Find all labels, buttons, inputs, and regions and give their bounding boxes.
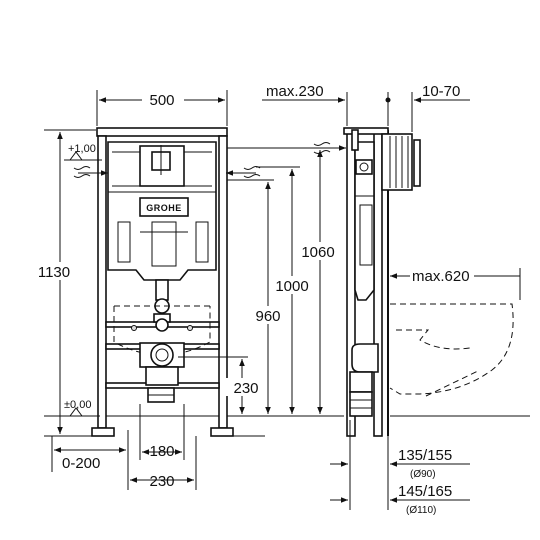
- dim-10-70-label: 10-70: [422, 83, 460, 100]
- dim-max-620-label: max.620: [412, 268, 470, 285]
- dim-180-label: 180: [149, 443, 174, 460]
- dim-145-165-label: 145/165: [398, 483, 452, 500]
- dim-135-155-label: 135/155: [398, 447, 452, 464]
- dim-height-label: 1130: [38, 264, 70, 281]
- dim-max-230: max.230: [262, 83, 348, 126]
- cistern: GROHE: [107, 141, 217, 281]
- dim-1060: 1060: [227, 147, 340, 414]
- dim-width: 500: [96, 90, 228, 126]
- dim-height: 1130: [38, 129, 96, 434]
- side-view-frame: [343, 127, 421, 437]
- dim-230-horizontal-label: 230: [149, 473, 174, 490]
- dim-960: 960: [227, 179, 286, 414]
- dim-0-200: 0-200: [51, 430, 129, 472]
- drain-pipe-front: [139, 342, 185, 403]
- dim-max-230-label: max.230: [266, 83, 324, 100]
- level-zero: ±0,00: [64, 399, 100, 417]
- dia-90-label: (Ø90): [410, 469, 436, 480]
- side-inlet-arrow: [313, 142, 346, 154]
- dim-230-horizontal: 230: [127, 436, 197, 490]
- floor-lines: [44, 415, 530, 437]
- dim-width-label: 500: [149, 92, 174, 109]
- level-top: +1,00: [64, 143, 102, 161]
- flush-pipe: [131, 279, 193, 332]
- pan-bowl-inner: [396, 329, 471, 350]
- dim-230-vertical: 230: [178, 356, 262, 414]
- pan-base-side: [425, 369, 481, 397]
- dim-960-label: 960: [255, 308, 280, 325]
- dim-145-165: 145/165 (Ø110): [330, 483, 470, 516]
- brand-logo: GROHE: [146, 203, 182, 213]
- dim-1060-label: 1060: [301, 244, 334, 261]
- dim-max-620: max.620: [390, 266, 521, 300]
- dim-1000-label: 1000: [275, 278, 308, 295]
- level-zero-label: ±0,00: [64, 399, 91, 411]
- level-top-label: +1,00: [68, 143, 96, 155]
- dim-135-155: 135/155 (Ø90): [330, 420, 470, 510]
- pan-outline-side: [389, 303, 514, 395]
- dim-180: 180: [139, 404, 185, 460]
- pan-outline-front: [113, 305, 211, 356]
- dim-230-vertical-label: 230: [233, 380, 258, 397]
- dim-10-70: 10-70: [385, 83, 470, 132]
- dim-0-200-label: 0-200: [62, 455, 100, 472]
- dim-1000: 1000: [256, 166, 312, 414]
- dia-110-label: (Ø110): [406, 505, 436, 516]
